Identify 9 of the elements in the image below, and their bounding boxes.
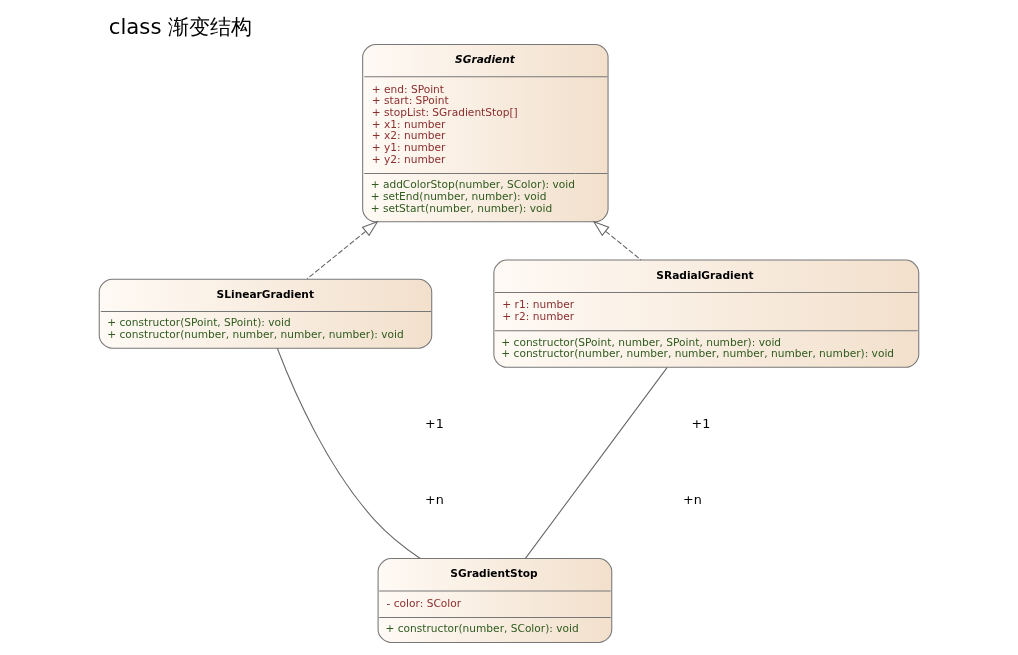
label: +n (683, 492, 702, 508)
label: +1 (424, 415, 444, 431)
connector (524, 367, 668, 559)
arrow (306, 220, 379, 280)
connector (276, 347, 421, 560)
diagram-title: class 渐变结构 (108, 13, 253, 39)
label: +1 (691, 415, 711, 431)
label: +n (425, 492, 444, 508)
arrow (592, 220, 642, 261)
